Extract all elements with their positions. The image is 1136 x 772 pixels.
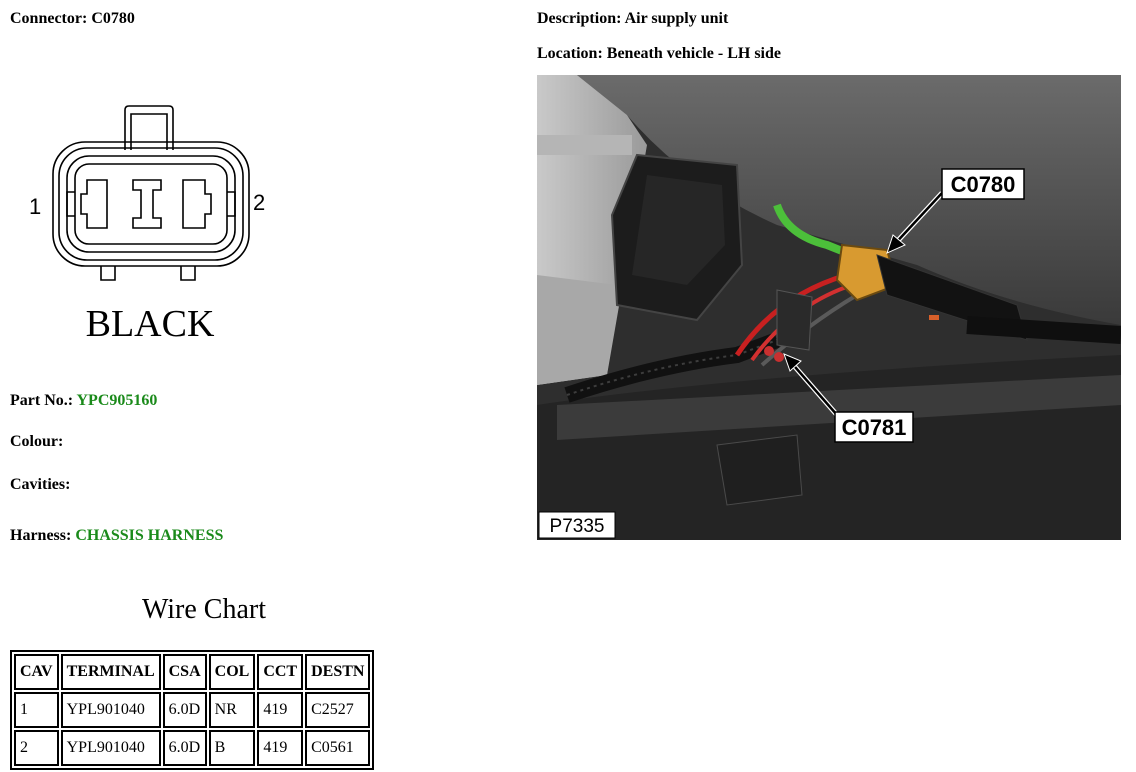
part-number-row: Part No.: YPC905160 <box>10 392 157 410</box>
pin-1-label: 1 <box>29 194 41 219</box>
cell-cav: 2 <box>14 730 59 766</box>
cell-csa: 6.0D <box>162 730 207 766</box>
connector-value: C0780 <box>91 10 135 27</box>
cell-cct: 419 <box>257 730 304 766</box>
cell-destn: C0561 <box>305 730 371 766</box>
connector-heading: Connector: C0780 <box>10 10 135 28</box>
photo-ref-label: P7335 <box>550 516 605 537</box>
cell-cav: 1 <box>14 692 59 728</box>
header-terminal: TERMINAL <box>60 654 161 690</box>
header-col: COL <box>208 654 256 690</box>
header-cct: CCT <box>257 654 304 690</box>
harness-value[interactable]: CHASSIS HARNESS <box>75 527 224 544</box>
cavities-label: Cavities: <box>10 476 71 493</box>
description-value: Air supply unit <box>624 10 729 27</box>
callout-c0780-box <box>941 168 1025 200</box>
description-heading: Description: Air supply unit <box>537 10 728 28</box>
connector-location-photo: C0780 C0781 P7335 <box>537 75 1121 540</box>
cavities-row: Cavities: <box>10 476 70 494</box>
connector-color-label: BLACK <box>86 303 215 345</box>
pin-2-label: 2 <box>253 190 265 215</box>
table-header-row: CAV TERMINAL CSA COL CCT DESTN <box>14 654 371 690</box>
cell-csa: 6.0D <box>162 692 207 728</box>
part-number-label: Part No.: <box>10 392 74 409</box>
cell-col: B <box>208 730 256 766</box>
callout-c0781-box <box>834 411 914 443</box>
wire-chart-table: CAV TERMINAL CSA COL CCT DESTN 1 YPL9010… <box>10 650 375 770</box>
description-label: Description: <box>537 10 622 27</box>
cell-terminal: YPL901040 <box>60 730 161 766</box>
harness-row: Harness: CHASSIS HARNESS <box>10 527 223 545</box>
connector-label: Connector: <box>10 10 88 27</box>
harness-label: Harness: <box>10 527 72 544</box>
colour-row: Colour: <box>10 433 63 451</box>
callout-c0781-label: C0781 <box>842 415 907 440</box>
connector-face-diagram: 1 2 BLACK <box>29 105 265 345</box>
cell-col: NR <box>208 692 256 728</box>
header-csa: CSA <box>162 654 207 690</box>
callout-c0780-label: C0780 <box>951 172 1016 197</box>
location-label: Location: <box>537 45 603 62</box>
location-value: Beneath vehicle - LH side <box>606 45 781 62</box>
table-row: 2 YPL901040 6.0D B 419 C0561 <box>14 730 371 766</box>
header-cav: CAV <box>14 654 59 690</box>
colour-label: Colour: <box>10 433 64 450</box>
part-number-value[interactable]: YPC905160 <box>76 392 158 409</box>
cell-cct: 419 <box>257 692 304 728</box>
table-row: 1 YPL901040 6.0D NR 419 C2527 <box>14 692 371 728</box>
location-heading: Location: Beneath vehicle - LH side <box>537 45 781 63</box>
cell-terminal: YPL901040 <box>60 692 161 728</box>
photo-ref-box <box>538 511 616 539</box>
wire-chart-title: Wire Chart <box>141 594 267 625</box>
header-destn: DESTN <box>305 654 371 690</box>
cell-destn: C2527 <box>305 692 371 728</box>
